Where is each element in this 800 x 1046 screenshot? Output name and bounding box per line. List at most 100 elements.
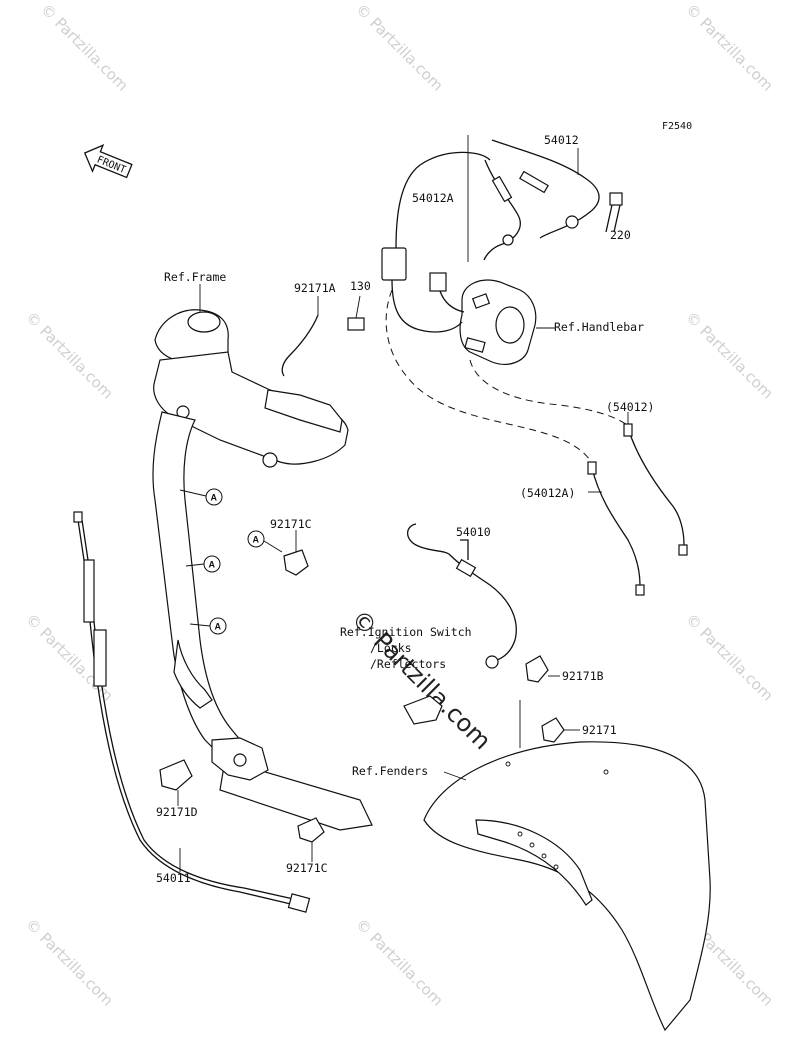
clamp-92171a-wire [281, 314, 319, 377]
watermark-bottom-center: © Partzilla.com [352, 915, 447, 1010]
label-92171: 92171 [582, 723, 617, 737]
watermark-top-center: © Partzilla.com [352, 0, 447, 95]
wire-harness-1 [391, 279, 463, 333]
cable-54012-upper [491, 139, 600, 239]
callout-a-2-leader [185, 563, 205, 567]
callout-a-3-leader [189, 623, 211, 627]
connector-large [381, 247, 407, 281]
fender-hole-6 [505, 761, 511, 767]
frame-swing-section [173, 639, 213, 709]
callout-a-1-text: A [211, 493, 218, 503]
callout-a-3-circle [209, 617, 227, 635]
cable-54012a-end [635, 584, 645, 596]
watermark-low-right: © Partzilla.com [682, 610, 777, 705]
label-54012-paren: (54012) [606, 400, 654, 414]
fender-hole-5 [603, 769, 609, 775]
clamp-92171c-bottom-shape [297, 817, 325, 843]
cable-end-54012a [502, 234, 514, 246]
cable-54012-fitting [623, 423, 633, 437]
callout-a-1-circle [205, 488, 223, 506]
label-92171d: 92171D [156, 805, 198, 819]
cable-54012a-fitting [587, 461, 597, 475]
clamp-92171 [541, 717, 580, 743]
clamp-92171b [525, 655, 560, 683]
ref-fenders: Ref.Fenders [352, 764, 428, 778]
frame-downtube [152, 411, 252, 761]
fender-hole-2 [529, 842, 535, 848]
ignition-bracket [403, 695, 443, 725]
clamp-92171c-top [283, 530, 309, 576]
handlebar-switch-bore [495, 306, 525, 344]
label-54010: 54010 [456, 525, 491, 539]
routing-dash-1 [385, 289, 591, 461]
cable-54012a-upper [483, 159, 521, 261]
switch-button-bottom [464, 337, 486, 353]
switch-button-top [471, 293, 491, 309]
ref-frame: Ref.Frame [164, 270, 226, 284]
guide-line-54010 [460, 539, 469, 560]
clamp-92171d-shape [159, 759, 193, 791]
bolt-130-head [347, 317, 365, 331]
label-130: 130 [350, 279, 371, 293]
cable-54012-end [678, 544, 688, 556]
guide-line-130 [355, 295, 361, 319]
callout-a-4-text: A [253, 535, 260, 545]
cable-54010-line [406, 523, 517, 663]
watermark-bottom-left: © Partzilla.com [22, 915, 117, 1010]
handlebar-switch-assembly [381, 135, 633, 461]
frame-head-bore [187, 311, 221, 333]
label-54012: 54012 [544, 133, 579, 147]
label-220: 220 [610, 228, 631, 242]
clutch-cable-54011 [73, 511, 311, 913]
ref-ignition-line1: Ref.Ignition Switch [340, 625, 472, 639]
guide-line-fenders [443, 771, 467, 781]
clutch-cable-sleeve [93, 629, 107, 687]
routing-dash-2 [469, 359, 633, 431]
cable-end-54012 [565, 215, 579, 229]
fender-shell [423, 741, 711, 1032]
label-54012a: 54012A [412, 191, 454, 205]
clamp-92171c-bottom [297, 817, 325, 862]
cable-adjuster-54012 [519, 170, 549, 194]
label-54012a-paren: (54012A) [520, 486, 575, 500]
connector-small [429, 272, 447, 292]
watermark-mid-right: © Partzilla.com [682, 308, 777, 403]
fender-hole-4 [553, 864, 559, 870]
bolt-220-head [609, 192, 623, 206]
clutch-cable-adjuster [83, 559, 95, 623]
label-92171c-top: 92171C [270, 517, 312, 531]
watermark-top-right: © Partzilla.com [682, 0, 777, 95]
clamp-92171-shape [541, 717, 565, 743]
label-92171a: 92171A [294, 281, 336, 295]
frame-assembly [152, 284, 373, 831]
figure-code: F2540 [662, 121, 692, 132]
callout-a-2: A [185, 555, 221, 573]
label-92171c-bottom: 92171C [286, 861, 328, 875]
callout-a-4: A [247, 530, 283, 553]
rear-fender [423, 700, 711, 1032]
callout-a-2-text: A [209, 560, 216, 570]
clamp-92171c-top-shape [283, 549, 309, 576]
callout-a-1-leader [179, 489, 207, 497]
cable-54010-fitting [455, 558, 477, 578]
cable-54010-end [485, 655, 499, 669]
wire-harness-2 [439, 290, 465, 313]
callout-a-3-text: A [215, 622, 222, 632]
wire-harness-3 [395, 151, 491, 249]
watermark-top-left: © Partzilla.com [37, 0, 132, 95]
clutch-cable-end-bottom [287, 893, 311, 913]
fender-hole-1 [517, 831, 523, 837]
ref-handlebar: Ref.Handlebar [554, 320, 644, 334]
fender-inner-panel [475, 819, 593, 906]
label-54011: 54011 [156, 871, 191, 885]
callout-a-3: A [189, 617, 227, 635]
callout-a-1: A [179, 488, 223, 506]
throttle-cables-lower [587, 412, 688, 596]
frame-lower-rail [219, 759, 373, 831]
callout-a-4-leader [263, 540, 283, 553]
front-arrow: FRONT [83, 144, 133, 179]
bolt-220-shank [605, 204, 621, 233]
callout-a-2-circle [203, 555, 221, 573]
seat-lock-cable-54010 [406, 523, 517, 669]
